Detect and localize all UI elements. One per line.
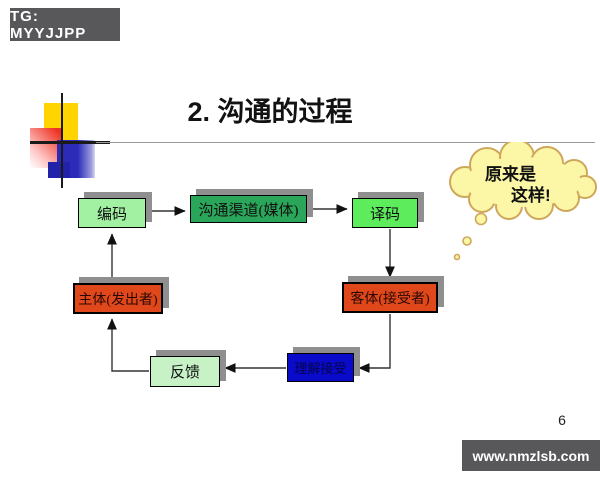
node-feedback-label: 反馈 bbox=[169, 365, 200, 381]
arrow-feedback-to-sender bbox=[107, 318, 149, 372]
slide-page-number: 6 bbox=[558, 412, 566, 428]
decor-square-navy bbox=[48, 162, 70, 178]
thought-cloud-text-line1: 原来是 bbox=[485, 164, 536, 184]
node-receiver-label: 客体(接受者) bbox=[350, 291, 430, 307]
footer-url-bar: www.nmzlsb.com bbox=[462, 440, 600, 471]
node-decode: 译码 bbox=[352, 198, 418, 228]
decor-vertical-rule bbox=[61, 93, 63, 188]
node-receiver: 客体(接受者) bbox=[342, 282, 438, 313]
node-sender: 主体(发出者) bbox=[73, 283, 163, 314]
thought-trail-dots bbox=[453, 212, 488, 261]
node-understand-label: 理解接受 bbox=[294, 361, 347, 376]
node-decode-label: 译码 bbox=[369, 206, 400, 223]
decor-square-pink bbox=[30, 128, 62, 168]
thought-cloud: 原来是 这样! bbox=[449, 142, 597, 261]
decor-horizontal-rule-thick bbox=[30, 141, 110, 144]
watermark-badge: TG: MYYJJPP bbox=[10, 7, 120, 42]
node-channel: 沟通渠道(媒体) bbox=[190, 195, 307, 223]
arrow-receiver-to-understand bbox=[358, 314, 391, 373]
node-understand: 理解接受 bbox=[287, 353, 354, 382]
node-encode: 编码 bbox=[78, 198, 146, 228]
node-encode-label: 编码 bbox=[96, 206, 127, 223]
node-feedback: 反馈 bbox=[150, 356, 220, 387]
thought-cloud-body bbox=[465, 157, 581, 207]
node-sender-label: 主体(发出者) bbox=[78, 292, 158, 308]
slide-title: 2. 沟通的过程 bbox=[187, 97, 353, 127]
node-channel-label: 沟通渠道(媒体) bbox=[198, 202, 299, 219]
watermark-badge-text: TG: MYYJJPP bbox=[10, 7, 87, 42]
title-underline-rule bbox=[96, 142, 595, 143]
footer-url-text: www.nmzlsb.com bbox=[472, 447, 590, 464]
thought-cloud-text-line2: 这样! bbox=[511, 185, 551, 205]
